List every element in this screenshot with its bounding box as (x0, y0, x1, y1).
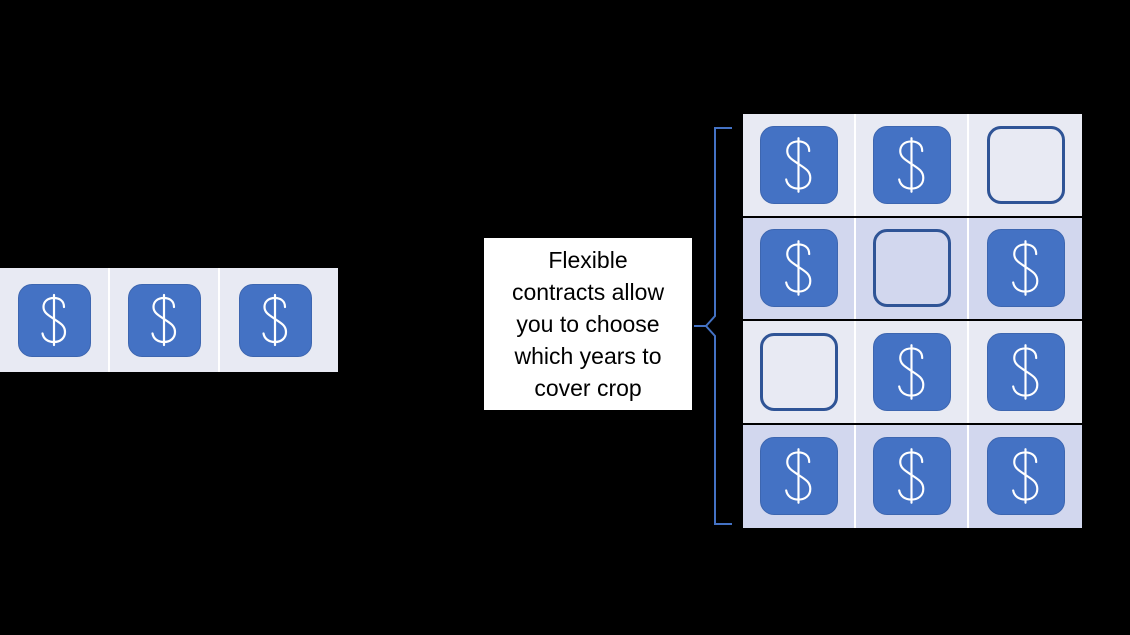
dollar-icon (872, 332, 951, 411)
callout-text: Flexible contracts allow you to choose w… (511, 247, 665, 401)
payment-cell[interactable] (856, 217, 969, 319)
dollar-icon (986, 332, 1065, 411)
right-curly-bracket-icon (694, 118, 750, 534)
payment-cell[interactable] (0, 268, 110, 372)
payment-cell[interactable] (110, 268, 220, 372)
empty-slot-icon (986, 125, 1065, 204)
grid-row (743, 114, 1082, 218)
dollar-icon (238, 283, 312, 357)
dollar-icon (127, 283, 201, 357)
empty-slot-icon (759, 332, 838, 411)
dollar-icon (759, 437, 838, 516)
dollar-icon (986, 437, 1065, 516)
payment-cell[interactable] (743, 321, 856, 423)
payment-cell[interactable] (969, 425, 1082, 529)
payment-cell[interactable] (743, 114, 856, 216)
dollar-icon (872, 125, 951, 204)
payment-cell[interactable] (743, 217, 856, 319)
payment-cell[interactable] (220, 268, 330, 372)
grid-row (743, 217, 1082, 321)
payment-cell[interactable] (969, 114, 1082, 216)
dollar-icon (17, 283, 91, 357)
payment-cell[interactable] (856, 321, 969, 423)
payment-cell[interactable] (969, 321, 1082, 423)
fixed-contract-payment-strip (0, 268, 338, 372)
grid-row (743, 424, 1082, 529)
flexible-contract-payment-grid (743, 112, 1082, 530)
empty-slot-icon (872, 229, 951, 308)
dollar-icon (759, 125, 838, 204)
callout-textbox: Flexible contracts allow you to choose w… (484, 238, 692, 410)
payment-cell[interactable] (969, 218, 1082, 320)
payment-cell[interactable] (856, 424, 969, 528)
dollar-icon (872, 437, 951, 516)
payment-cell[interactable] (743, 424, 856, 528)
dollar-icon (986, 229, 1065, 308)
grid-row (743, 321, 1082, 425)
dollar-icon (759, 229, 838, 308)
payment-cell[interactable] (856, 114, 969, 216)
